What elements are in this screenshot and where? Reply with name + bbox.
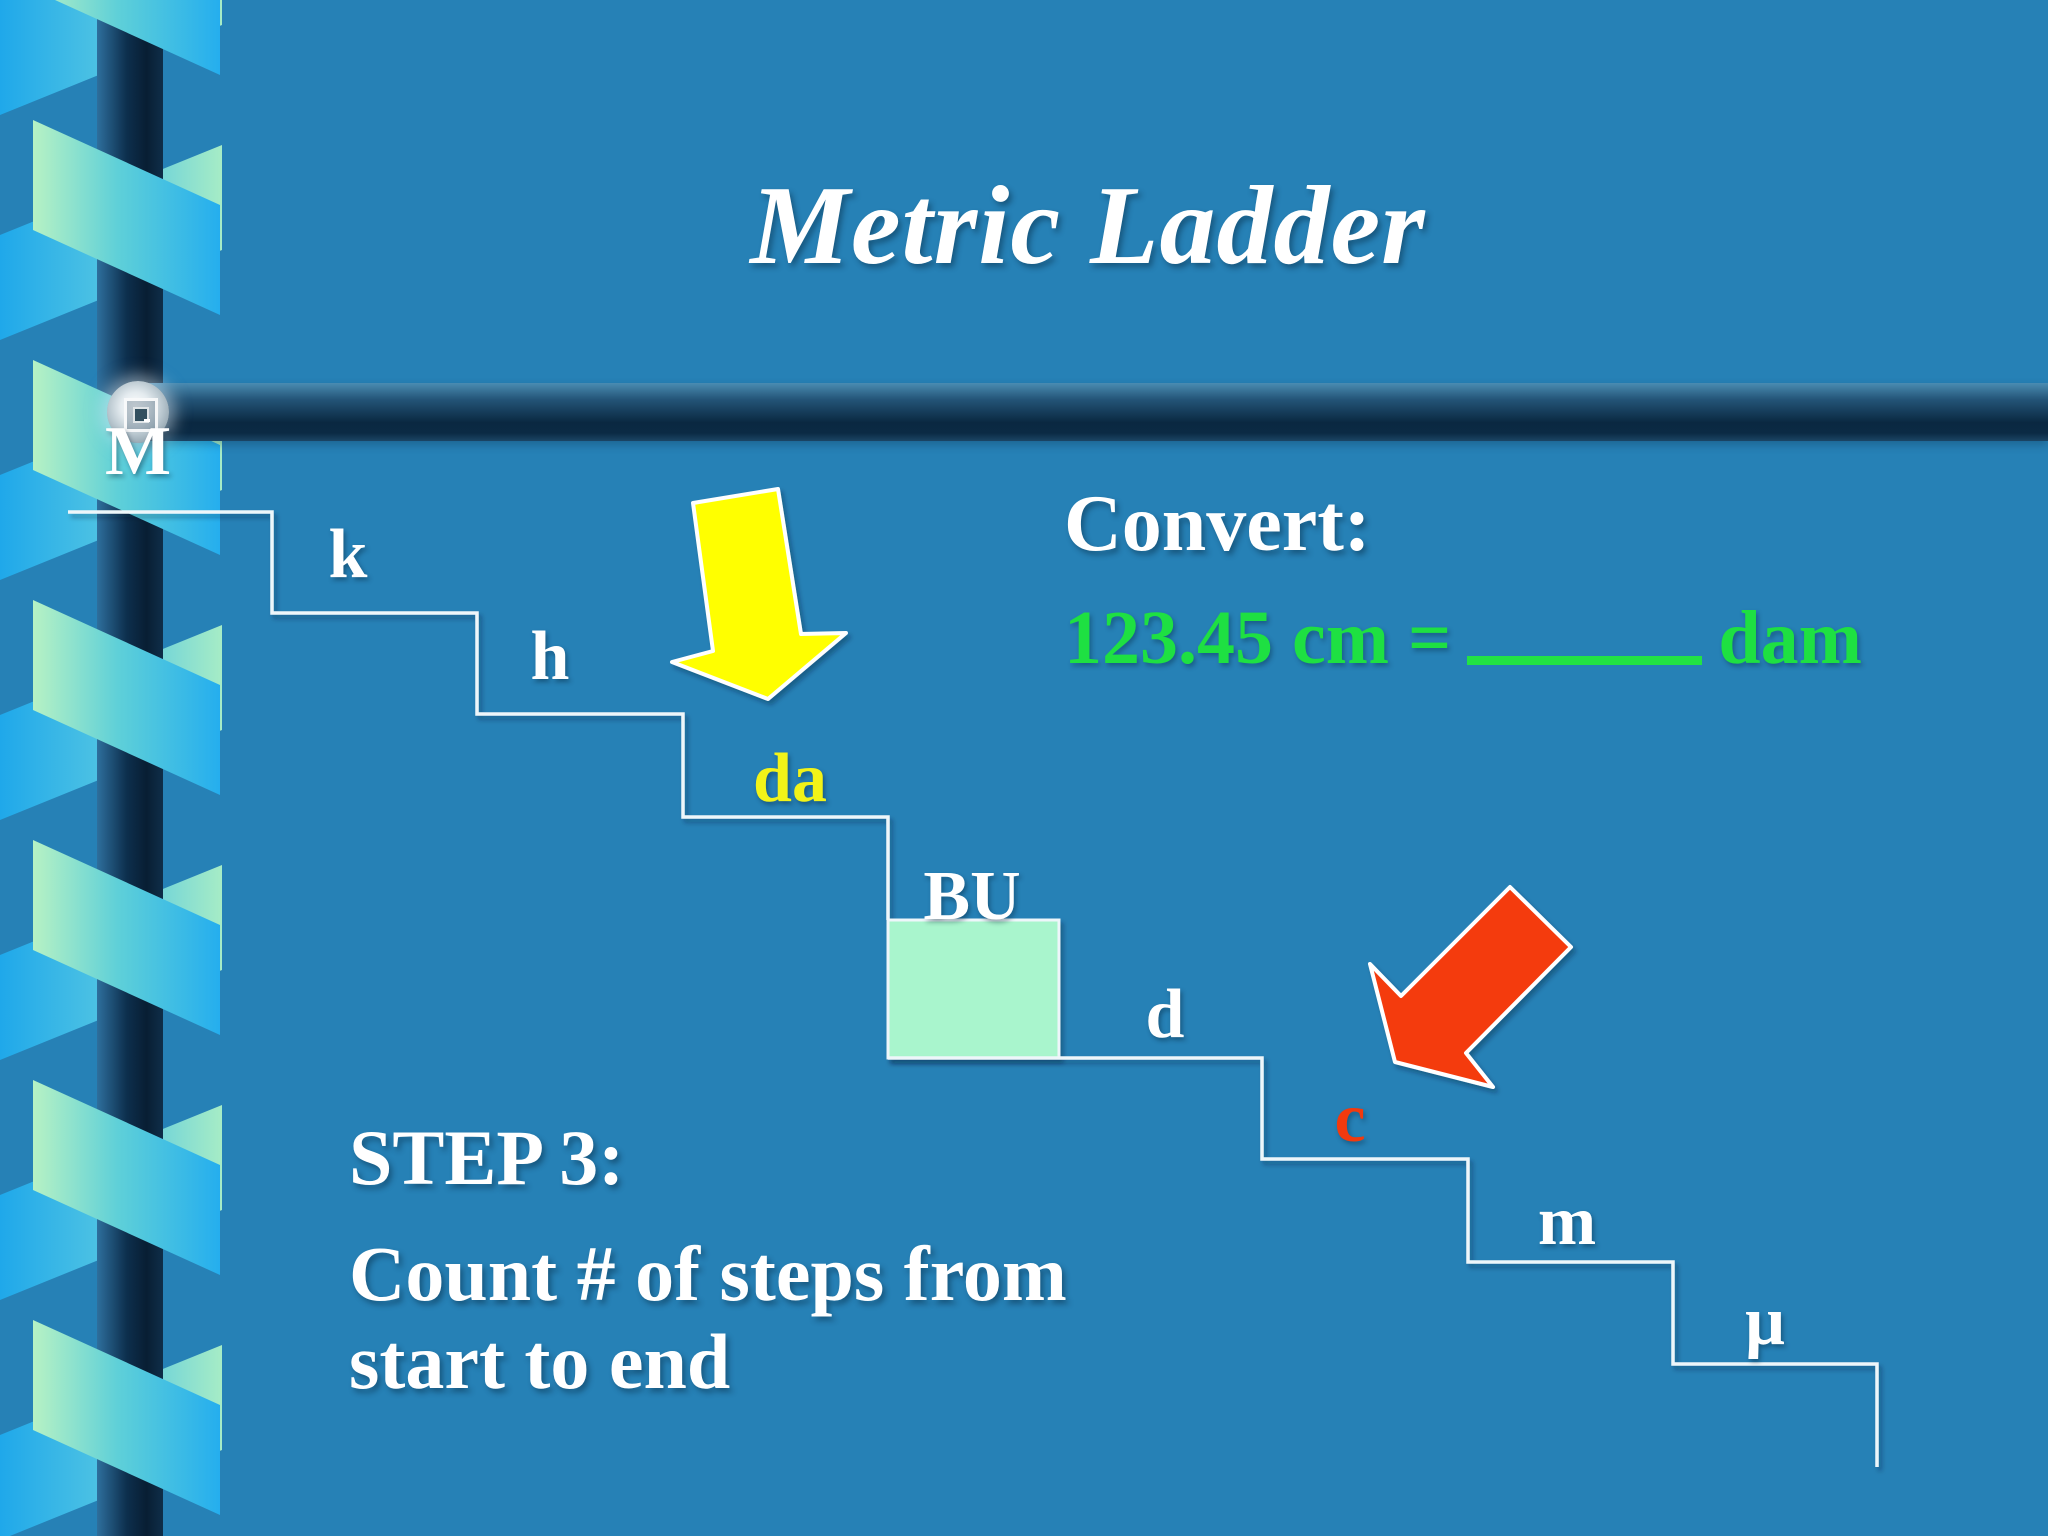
- equation-blank-line: [1467, 656, 1703, 665]
- ladder-label-deka: da: [753, 740, 827, 817]
- banner-bar: [128, 383, 2048, 441]
- convert-heading: Convert:: [1064, 480, 1371, 568]
- down-arrow-icon: [670, 487, 848, 701]
- step-heading: STEP 3:: [349, 1114, 625, 1201]
- diagonal-down-left-arrow-icon: [1368, 885, 1573, 1089]
- staircase-line-upper: [68, 510, 890, 920]
- ladder-label-hecto: h: [530, 618, 570, 695]
- equation-suffix: dam: [1718, 596, 1862, 680]
- spiral-ribbon-decoration: [0, 0, 222, 1536]
- ladder-label-deci: d: [1145, 976, 1185, 1053]
- ladder-label-centi: c: [1334, 1080, 1366, 1157]
- ladder-label-micro: µ: [1744, 1283, 1786, 1360]
- equation-prefix: 123.45 cm =: [1064, 596, 1452, 680]
- step-body-text: Count # of steps from start to end: [349, 1230, 1067, 1405]
- staircase-line-lower: [888, 1056, 1879, 1467]
- pin-sphere-icon: [107, 381, 169, 443]
- sphere-glint: [144, 419, 150, 422]
- ladder-label-base-unit: BU: [923, 858, 1021, 935]
- ladder-label-kilo: k: [328, 516, 368, 593]
- ribbon-front-bands: [33, 0, 220, 1515]
- sphere-inner-square: [133, 407, 150, 423]
- conversion-equation: 123.45 cm = dam: [1064, 598, 1862, 678]
- ladder-label-milli: m: [1537, 1183, 1597, 1260]
- sphere-highlight-square: [124, 398, 158, 432]
- slide-title: Metric Ladder: [750, 164, 1426, 288]
- ladder-label-mega: M: [104, 413, 172, 490]
- base-unit-square: [886, 918, 1061, 1060]
